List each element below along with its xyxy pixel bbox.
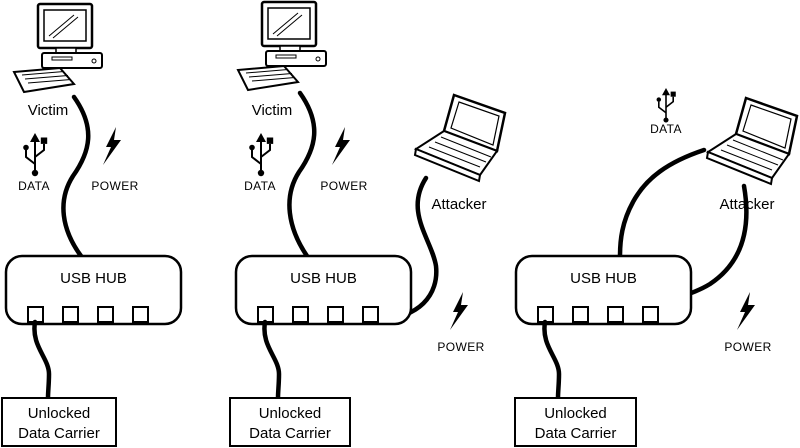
usb-hub-label: USB HUB — [290, 270, 357, 287]
usb-port — [257, 306, 274, 323]
usb-port — [537, 306, 554, 323]
usb-data-icon — [248, 132, 275, 178]
attacker-laptop-icon — [413, 93, 507, 183]
data-carrier-box — [229, 397, 351, 447]
victim-label: Victim — [28, 102, 69, 119]
power-bolt-icon — [450, 292, 468, 330]
usb-port — [27, 306, 44, 323]
usb-port — [607, 306, 624, 323]
data-carrier-label-line1: Unlocked — [259, 405, 322, 422]
usb-data-icon — [22, 132, 49, 178]
data-carrier-label-line2: Data Carrier — [535, 425, 617, 442]
data-carrier-box — [514, 397, 637, 447]
usb-port — [572, 306, 589, 323]
usb-hub-label: USB HUB — [60, 270, 127, 287]
data-carrier-label-line1: Unlocked — [544, 405, 607, 422]
usb-port — [327, 306, 344, 323]
data-label: DATA — [18, 179, 50, 193]
power-bolt-icon — [103, 127, 121, 165]
power-bolt-icon — [332, 127, 350, 165]
data-label: DATA — [244, 179, 276, 193]
data-carrier-label-line2: Data Carrier — [249, 425, 331, 442]
usb-port — [97, 306, 114, 323]
victim-computer-icon — [12, 2, 104, 94]
scenario-1: Victim DATA POWER USB HUB Unlocked Data … — [1, 2, 183, 447]
attacker-data-cable — [617, 147, 707, 259]
usb-data-icon — [655, 87, 677, 124]
power-label: POWER — [724, 340, 771, 354]
victim-cable — [61, 94, 91, 259]
data-carrier-box — [1, 397, 117, 447]
scenario-3: DATA Attacker POWER USB HUB Unlocked Dat… — [514, 87, 799, 447]
victim-cable — [287, 90, 317, 259]
victim-computer-icon — [236, 0, 328, 92]
usb-port — [62, 306, 79, 323]
power-bolt-icon — [737, 292, 755, 330]
usb-hub-label: USB HUB — [570, 270, 637, 287]
attacker-label: Attacker — [431, 196, 486, 213]
data-carrier-label-line2: Data Carrier — [18, 425, 100, 442]
power-label: POWER — [320, 179, 367, 193]
victim-label: Victim — [252, 102, 293, 119]
data-label: DATA — [650, 122, 682, 136]
power-label: POWER — [91, 179, 138, 193]
usb-port — [642, 306, 659, 323]
scenario-2: Victim DATA POWER Attacker POWER USB HUB… — [229, 0, 507, 447]
usb-port — [292, 306, 309, 323]
carrier-cable — [32, 319, 52, 401]
power-label: POWER — [437, 340, 484, 354]
carrier-cable — [262, 319, 282, 401]
data-carrier-label-line1: Unlocked — [28, 405, 91, 422]
usb-port — [362, 306, 379, 323]
usb-port — [132, 306, 149, 323]
attacker-laptop-icon — [705, 96, 799, 186]
carrier-cable — [542, 319, 562, 401]
